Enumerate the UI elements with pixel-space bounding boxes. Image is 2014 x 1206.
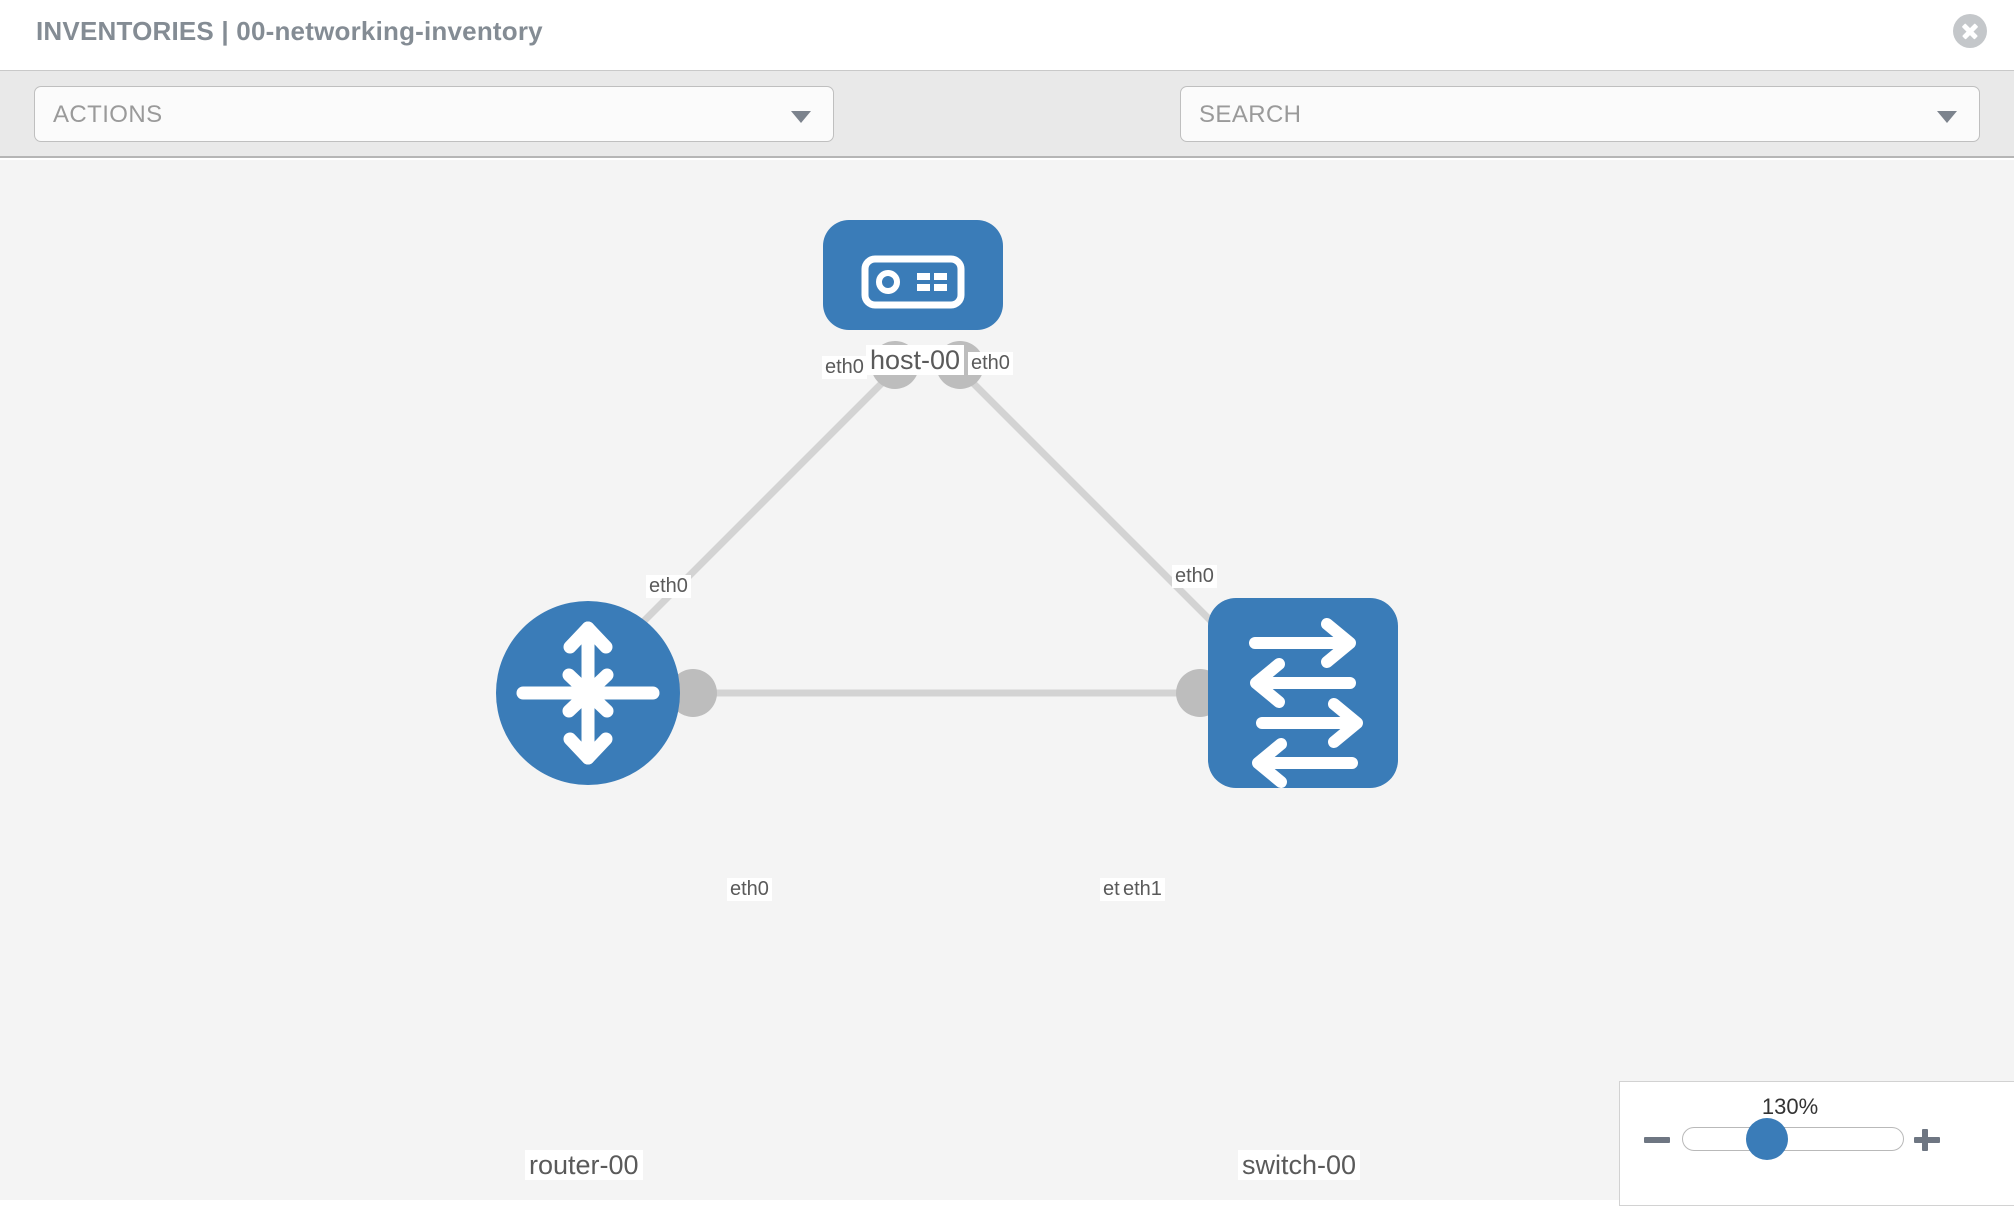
edge-label-router-switch-to: eth1 [1120, 878, 1165, 901]
plus-icon[interactable] [1912, 1124, 1942, 1154]
search-placeholder: SEARCH [1199, 101, 1302, 128]
minus-icon[interactable] [1642, 1124, 1672, 1154]
chevron-down-icon [1937, 111, 1957, 123]
actions-dropdown[interactable]: ACTIONS [34, 86, 834, 142]
zoom-slider-track[interactable] [1682, 1127, 1904, 1151]
edge-label-host-switch-to: eth0 [1172, 565, 1217, 588]
edge-label-host-switch-from: eth0 [968, 352, 1013, 375]
edge-label-host-router-to: eth0 [646, 575, 691, 598]
edge-label-router-switch-from: eth0 [727, 878, 772, 901]
page-title: INVENTORIES | 00-networking-inventory [36, 16, 543, 46]
search-input[interactable]: SEARCH [1180, 86, 1980, 142]
edge-label-host-router-from: eth0 [822, 356, 867, 379]
node-host-00 [823, 220, 1003, 330]
node-switch-00 [1208, 598, 1398, 788]
node-router-00 [496, 601, 680, 785]
topology-graph [496, 220, 1398, 788]
node-label-switch-00[interactable]: switch-00 [1238, 1150, 1361, 1181]
topology-canvas[interactable]: host-00 router-00 switch-00 eth0 eth0 et… [0, 160, 2014, 1200]
node-label-host-00[interactable]: host-00 [866, 345, 965, 376]
zoom-control-panel: 130% [1619, 1081, 2014, 1206]
node-label-router-00[interactable]: router-00 [525, 1150, 643, 1181]
page-header: INVENTORIES | 00-networking-inventory [0, 0, 2014, 70]
toolbar: ACTIONS SEARCH [0, 70, 2014, 197]
zoom-level-value: 130% [1761, 1094, 1819, 1119]
chevron-down-icon [791, 111, 811, 123]
close-icon[interactable] [1953, 14, 1987, 48]
actions-dropdown-label: ACTIONS [53, 101, 163, 128]
zoom-slider-thumb[interactable] [1746, 1118, 1788, 1160]
